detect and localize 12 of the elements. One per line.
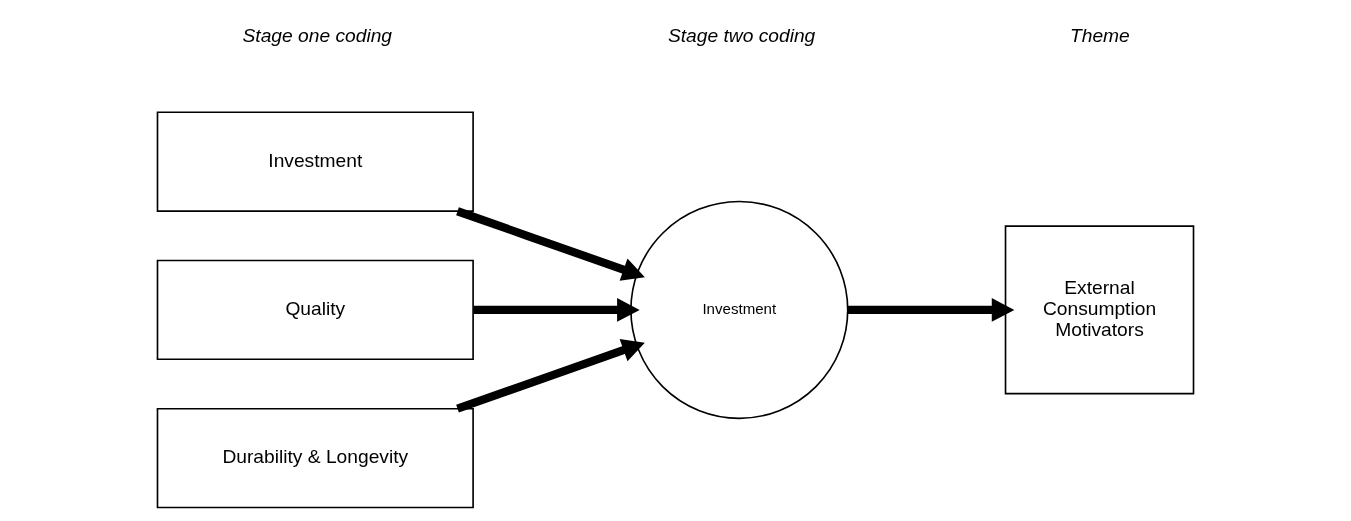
label: Stage two coding — [667, 24, 816, 46]
node-box: Durability & Longevity — [156, 407, 474, 509]
arrow — [456, 338, 645, 413]
arrow — [473, 298, 640, 322]
node-box: Investment — [156, 111, 474, 212]
label: Theme — [1070, 24, 1130, 46]
node-box: Quality — [156, 259, 474, 361]
node-circle: Investment — [630, 200, 849, 420]
label: Stage one coding — [242, 24, 393, 46]
node-box: External Consumption Motivators — [1004, 225, 1195, 395]
arrow — [847, 298, 1015, 322]
arrow — [456, 207, 645, 281]
